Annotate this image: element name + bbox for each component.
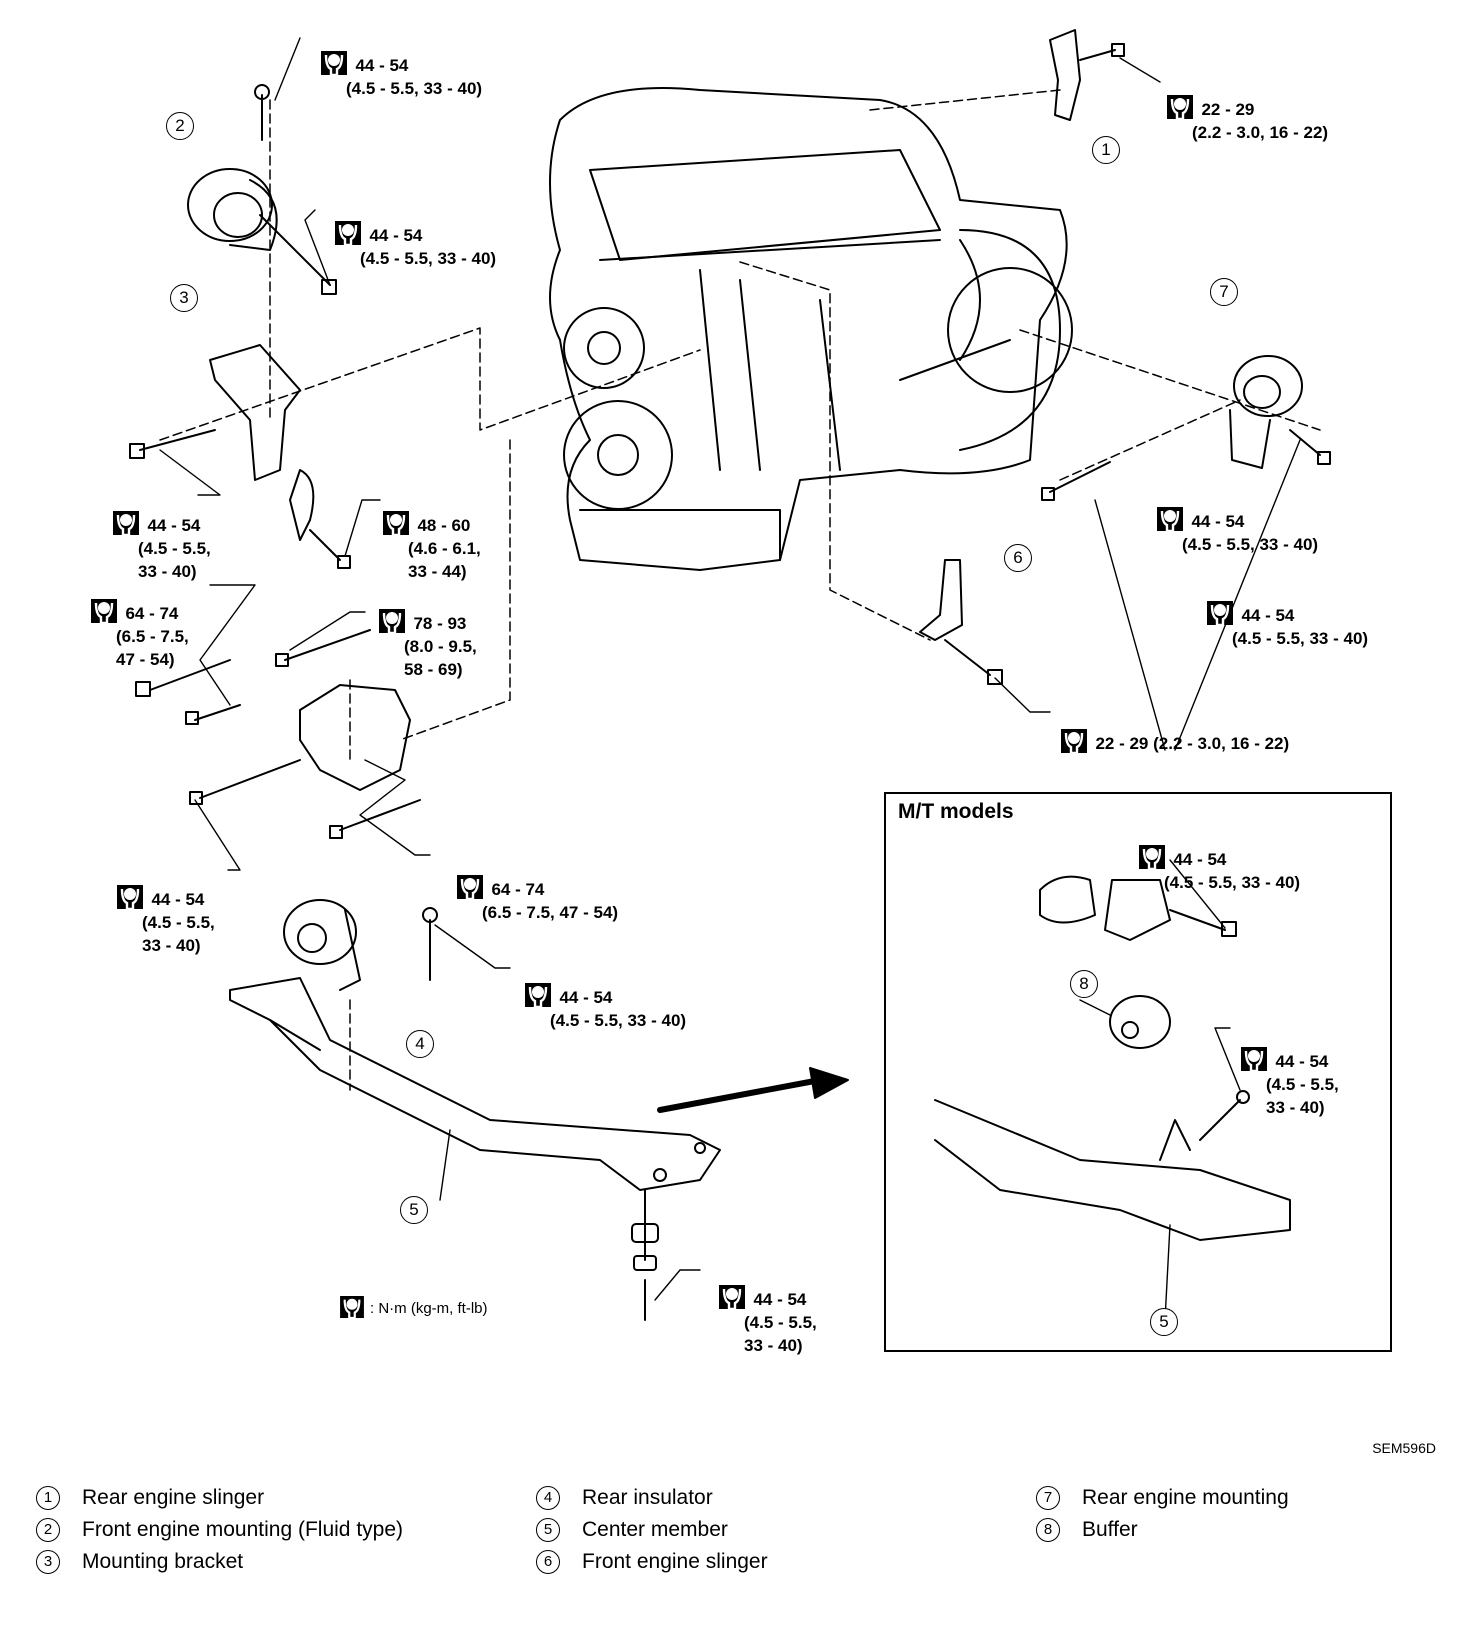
mt-models-inset: M/T models 8 5	[884, 792, 1392, 1352]
torque-label: 44 - 54(4.5 - 5.5,33 - 40)	[710, 1262, 817, 1357]
torque-wrench-icon	[525, 983, 552, 1007]
torque-label: 44 - 54(4.5 - 5.5,33 - 40)	[108, 862, 215, 957]
torque-wrench-icon	[113, 511, 140, 535]
torque-label: 44 - 54(4.5 - 5.5, 33 - 40)	[312, 28, 482, 100]
torque-wrench-icon	[1207, 601, 1234, 625]
torque-wrench-icon	[457, 875, 484, 899]
legend-item: 8 Buffer	[1036, 1514, 1472, 1546]
legend-number: 1	[36, 1486, 60, 1510]
torque-label: 22 - 29(2.2 - 3.0, 16 - 22)	[1158, 72, 1328, 144]
legend-column: 7 Rear engine mounting 8 Buffer	[1036, 1482, 1472, 1546]
torque-label: 44 - 54(4.5 - 5.5, 33 - 40)	[516, 960, 686, 1032]
front-engine-mounting-part	[187, 84, 337, 295]
legend-number: 2	[36, 1518, 60, 1542]
mounting-bracket-part	[129, 344, 351, 569]
engine-assembly	[549, 87, 1073, 571]
rear-insulator-part	[283, 899, 438, 991]
legend-item: 3 Mounting bracket	[36, 1546, 516, 1578]
legend-number: 7	[1036, 1486, 1060, 1510]
legend-number: 8	[1036, 1518, 1060, 1542]
rear-engine-slinger-part	[1049, 29, 1125, 121]
legend-label: Rear engine slinger	[82, 1486, 265, 1509]
legend-column: 1 Rear engine slinger 2 Front engine mount…	[36, 1482, 516, 1578]
legend-label: Front engine slinger	[582, 1550, 768, 1573]
torque-label: 48 - 60(4.6 - 6.1,33 - 44)	[374, 488, 481, 583]
torque-wrench-icon	[117, 885, 144, 909]
legend-item: 4 Rear insulator	[536, 1482, 1016, 1514]
torque-wrench-icon	[383, 511, 410, 535]
legend-number: 4	[536, 1486, 560, 1510]
torque-label: 44 - 54(4.5 - 5.5,33 - 40)	[1232, 1024, 1339, 1119]
legend-item: 1 Rear engine slinger	[36, 1482, 516, 1514]
torque-wrench-icon	[719, 1285, 746, 1309]
legend-column: 4 Rear insulator 5 Center member 6 Front en…	[536, 1482, 1016, 1578]
legend-label: Buffer	[1082, 1518, 1138, 1541]
legend-number: 3	[36, 1550, 60, 1574]
legend-number: 6	[536, 1550, 560, 1574]
legend-label: Center member	[582, 1518, 728, 1541]
legend-item: 5 Center member	[536, 1514, 1016, 1546]
torque-label: 22 - 29 (2.2 - 3.0, 16 - 22)	[1052, 706, 1289, 755]
engine-mount-exploded-diagram	[129, 29, 1331, 1321]
part-callout-6: 6	[1004, 544, 1032, 572]
legend-item: 2 Front engine mounting (Fluid type)	[36, 1514, 442, 1546]
center-member-part	[229, 977, 721, 1321]
inset-title: M/T models	[898, 800, 1014, 823]
part-callout-7: 7	[1210, 278, 1238, 306]
legend-label: Rear insulator	[582, 1486, 713, 1509]
legend-number: 5	[536, 1518, 560, 1542]
legend-item: 6 Front engine slinger	[536, 1546, 1016, 1578]
legend-item: 7 Rear engine mounting	[1036, 1482, 1472, 1514]
torque-label: 44 - 54(4.5 - 5.5, 33 - 40)	[1148, 484, 1318, 556]
mt-inset-parts	[934, 875, 1291, 1241]
torque-wrench-icon	[379, 609, 406, 633]
torque-wrench-icon	[321, 51, 348, 75]
part-callout-4: 4	[406, 1030, 434, 1058]
legend-label: Mounting bracket	[82, 1550, 244, 1573]
part-callout-5: 5	[400, 1196, 428, 1224]
torque-wrench-icon	[1167, 95, 1194, 119]
torque-wrench-icon	[1157, 507, 1184, 531]
rear-engine-mounting-part	[1041, 355, 1331, 501]
torque-wrench-icon	[340, 1296, 364, 1318]
torque-label: 44 - 54(4.5 - 5.5,33 - 40)	[104, 488, 211, 583]
torque-wrench-icon	[91, 599, 118, 623]
torque-label: 78 - 93(8.0 - 9.5,58 - 69)	[370, 586, 477, 681]
part-callout-3: 3	[170, 284, 198, 312]
torque-label: 64 - 74(6.5 - 7.5,47 - 54)	[82, 576, 189, 671]
torque-wrench-icon	[335, 221, 362, 245]
figure-code: SEM596D	[1372, 1440, 1436, 1456]
torque-unit-key: : N·m (kg-m, ft-lb)	[340, 1296, 488, 1318]
legend-label: Rear engine mounting	[1082, 1486, 1289, 1509]
legend-label: Front engine mounting (Fluid type)	[82, 1518, 403, 1541]
front-engine-slinger-part	[919, 559, 1003, 685]
torque-label: 44 - 54(4.5 - 5.5, 33 - 40)	[1198, 578, 1368, 650]
torque-label: 64 - 74(6.5 - 7.5, 47 - 54)	[448, 852, 618, 924]
torque-label: 44 - 54(4.5 - 5.5, 33 - 40)	[326, 198, 496, 270]
torque-unit-text: : N·m (kg-m, ft-lb)	[370, 1300, 488, 1317]
engine-bracket-assembly	[135, 629, 421, 839]
torque-wrench-icon	[1061, 729, 1088, 753]
torque-label: 44 - 54(4.5 - 5.5, 33 - 40)	[1130, 822, 1300, 894]
part-callout-1: 1	[1092, 136, 1120, 164]
part-callout-2: 2	[166, 112, 194, 140]
part-callout-5-inset: 5	[1150, 1308, 1178, 1336]
part-callout-8: 8	[1070, 970, 1098, 998]
